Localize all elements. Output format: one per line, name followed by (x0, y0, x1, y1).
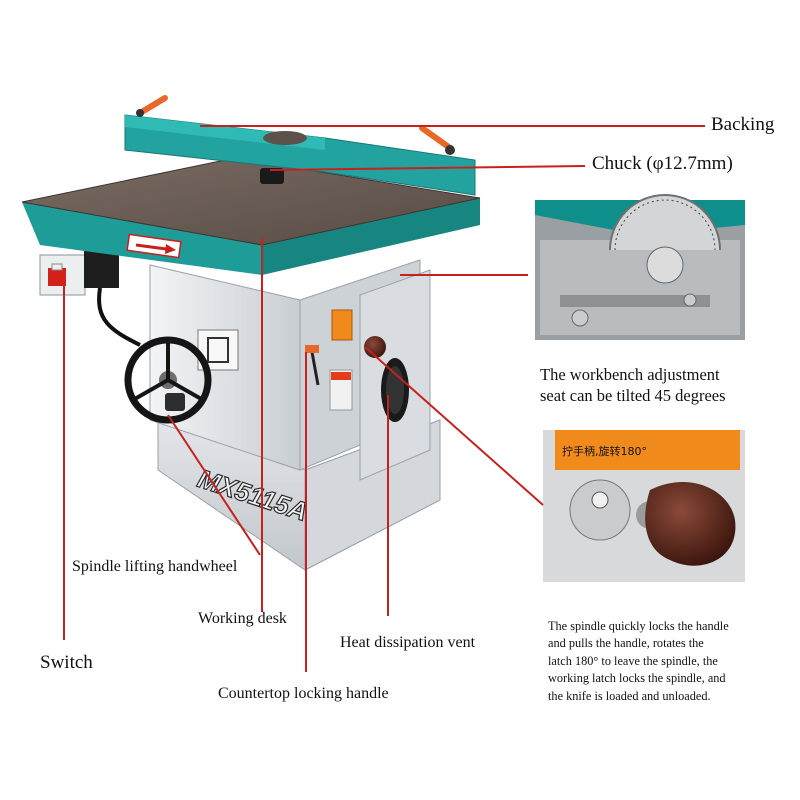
leader-lines (63, 125, 705, 672)
label-spindle-handwheel: Spindle lifting handwheel (72, 558, 238, 575)
caution-sticker (331, 309, 353, 341)
handwheel (124, 336, 212, 424)
tilt-seat-photo (535, 194, 745, 340)
label-chuck: Chuck (φ12.7mm) (592, 153, 733, 174)
power-cord (97, 287, 141, 347)
chuck (260, 168, 284, 184)
label-switch: Switch (40, 652, 93, 673)
caution-label-text: 拧手柄,旋转180° (562, 444, 647, 458)
label-countertop-handle: Countertop locking handle (218, 685, 389, 702)
working-desk-surface (21, 157, 481, 246)
label-working-desk: Working desk (198, 610, 287, 627)
leader-lock (364, 346, 544, 506)
label-backing: Backing (711, 114, 775, 135)
note-spindle-lock: The spindle quickly locks the handle and… (548, 619, 729, 703)
label-heat-vent: Heat dissipation vent (340, 634, 476, 651)
spindle-lock-photo: 拧手柄,旋转180° (543, 430, 745, 582)
leader-handwheel (167, 414, 261, 556)
leader-chuck (269, 165, 586, 171)
note-tilt-seat: The workbench adjustment seat can be til… (540, 365, 726, 406)
